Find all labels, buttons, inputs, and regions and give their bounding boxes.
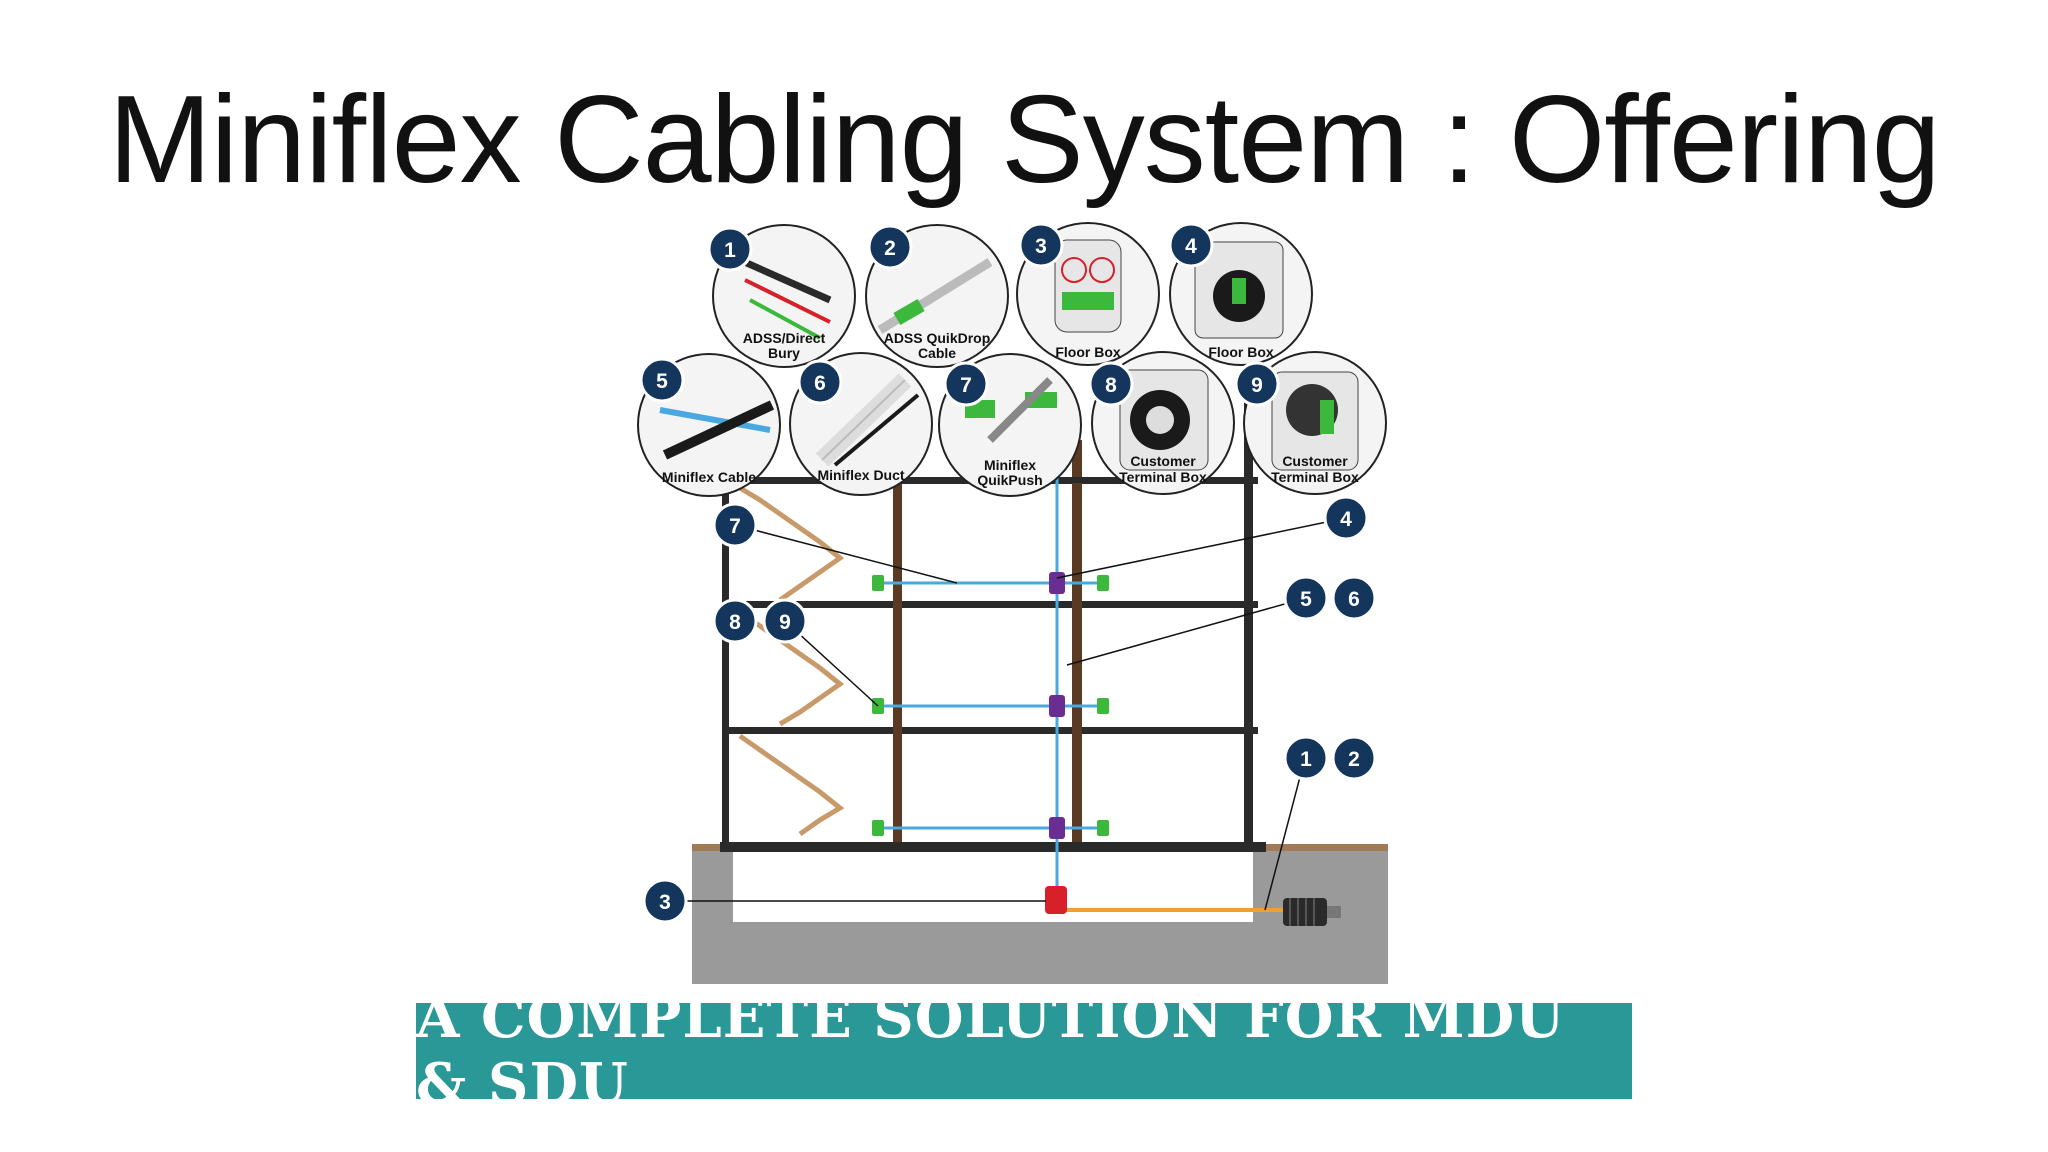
solution-banner: A COMPLETE SOLUTION FOR MDU & SDU — [416, 985, 1632, 1117]
product-label: Floor Box — [1055, 344, 1121, 360]
column-left — [893, 484, 902, 842]
badge-1: 1 — [707, 226, 753, 272]
svg-text:8: 8 — [729, 611, 741, 634]
product-label: Floor Box — [1208, 344, 1274, 360]
callout-6: 6 — [1331, 575, 1377, 621]
callout-3: 3 — [642, 878, 688, 924]
svg-text:4: 4 — [1185, 235, 1197, 258]
product-label: ADSS QuikDrop — [884, 330, 991, 346]
terminal-box-marker — [872, 575, 884, 591]
badge-6: 6 — [797, 359, 843, 405]
svg-text:7: 7 — [729, 515, 741, 538]
badge-2: 2 — [867, 224, 913, 270]
terminal-box-marker — [872, 820, 884, 836]
floor-box-marker — [1049, 695, 1065, 717]
svg-text:3: 3 — [659, 891, 671, 914]
callout-badges: 7 4 5 6 8 9 1 2 3 — [642, 495, 1377, 924]
ground-slab — [720, 842, 1266, 852]
svg-text:9: 9 — [779, 611, 791, 634]
callout-5: 5 — [1283, 575, 1329, 621]
floor-slab-3 — [722, 727, 1258, 734]
badge-8: 8 — [1088, 361, 1134, 407]
svg-text:1: 1 — [724, 239, 736, 262]
product-circle-9: Customer Terminal Box — [1243, 351, 1387, 495]
badge-7: 7 — [943, 361, 989, 407]
svg-text:9: 9 — [1251, 374, 1263, 397]
svg-text:7: 7 — [960, 374, 972, 397]
badge-5: 5 — [639, 357, 685, 403]
terminal-box-marker — [1097, 575, 1109, 591]
svg-text:8: 8 — [1105, 374, 1117, 397]
product-label: Customer — [1130, 453, 1196, 469]
floor-box-marker — [1049, 572, 1065, 594]
product-label: Miniflex Cable — [662, 469, 756, 485]
product-label: Customer — [1282, 453, 1348, 469]
callout-8: 8 — [712, 598, 758, 644]
banner-text: A COMPLETE SOLUTION FOR MDU & SDU — [416, 985, 1565, 1117]
badge-4: 4 — [1168, 222, 1214, 268]
product-label: Bury — [768, 345, 800, 361]
callout-9: 9 — [762, 598, 808, 644]
product-badges: 1 2 3 4 5 6 7 8 9 — [639, 222, 1280, 407]
product-label: Terminal Box — [1119, 469, 1207, 485]
callout-7: 7 — [712, 502, 758, 548]
callout-1: 1 — [1283, 735, 1329, 781]
slide-title: Miniflex Cabling System : Offering — [108, 71, 1940, 209]
product-label: Miniflex Duct — [817, 467, 904, 483]
terminal-box-marker — [1097, 820, 1109, 836]
svg-text:5: 5 — [1300, 588, 1312, 611]
svg-text:6: 6 — [1348, 588, 1360, 611]
product-label: ADSS/Direct — [743, 330, 826, 346]
right-wall — [1244, 345, 1253, 844]
fiber-cabling — [877, 460, 1103, 900]
column-right — [1072, 440, 1082, 842]
svg-text:2: 2 — [884, 237, 896, 260]
svg-text:5: 5 — [656, 370, 668, 393]
terminal-box-marker — [1097, 698, 1109, 714]
floor-slab-2 — [722, 601, 1258, 608]
svg-text:2: 2 — [1348, 748, 1360, 771]
product-label: QuikPush — [977, 472, 1042, 488]
product-label: Terminal Box — [1271, 469, 1359, 485]
svg-text:4: 4 — [1340, 508, 1352, 531]
svg-text:1: 1 — [1300, 748, 1312, 771]
callout-4: 4 — [1323, 495, 1369, 541]
floor-box-marker — [1049, 817, 1065, 839]
svg-text:6: 6 — [814, 372, 826, 395]
badge-9: 9 — [1234, 361, 1280, 407]
product-label: Cable — [918, 345, 956, 361]
svg-text:3: 3 — [1035, 235, 1047, 258]
callout-2: 2 — [1331, 735, 1377, 781]
product-label: Miniflex — [984, 457, 1036, 473]
outdoor-closure — [1283, 898, 1341, 926]
basement-box-marker — [1045, 886, 1067, 914]
badge-3: 3 — [1018, 222, 1064, 268]
